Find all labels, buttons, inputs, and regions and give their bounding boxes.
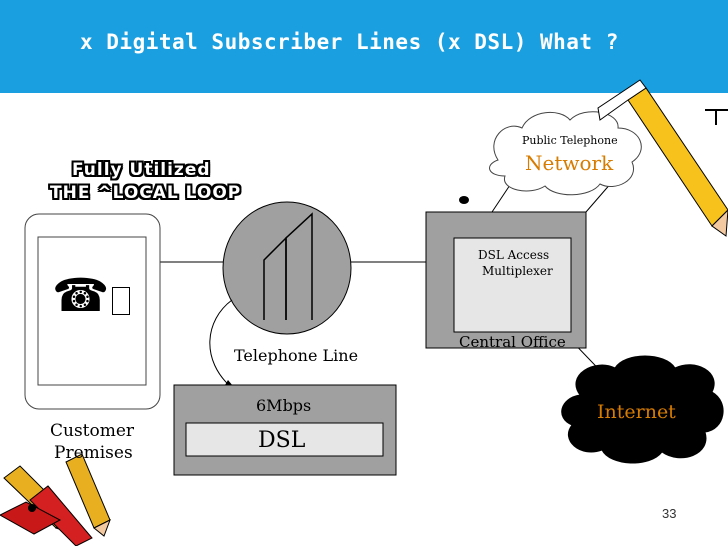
pencils-clipart-icon [0,453,111,546]
dslam-label-line2: Multiplexer [482,264,553,278]
title-bar [0,0,728,93]
switch-symbol-2 [285,212,313,320]
speed-label: 6Mbps [256,396,312,415]
switch-ellipse [222,201,352,335]
placeholder-glyph-icon [112,287,130,315]
headline-line2: THE ^LOCAL LOOP [50,183,242,203]
pencil-icon [597,79,728,237]
central-office-label: Central Office [459,333,566,351]
customer-label-line1: Customer [50,421,135,441]
customer-label-line2: Premises [54,443,133,463]
slide-title: x Digital Subscriber Lines (x DSL) What … [80,30,619,54]
dot-blob [459,196,469,204]
pstn-cloud [489,111,642,196]
telephone-line-curve [209,299,233,389]
dsl-inner-box [185,422,384,457]
headline-line1: Fully Utilized [72,160,211,180]
pstn-label-line2: Network [525,151,614,175]
dslam-label-line1: DSL Access [478,248,550,262]
pstn-label-line1: Public Telephone [522,134,618,147]
line-co-pstn-2 [585,181,613,213]
dsl-label: DSL [258,428,306,453]
internet-label: Internet [597,401,676,423]
page-number: 33 [662,506,677,521]
internet-cloud [561,355,724,464]
customer-premises-inner [37,236,147,386]
dslam-box [453,237,572,333]
telephone-icon: ☎ [52,268,110,322]
telephone-line-label: Telephone Line [234,346,359,365]
